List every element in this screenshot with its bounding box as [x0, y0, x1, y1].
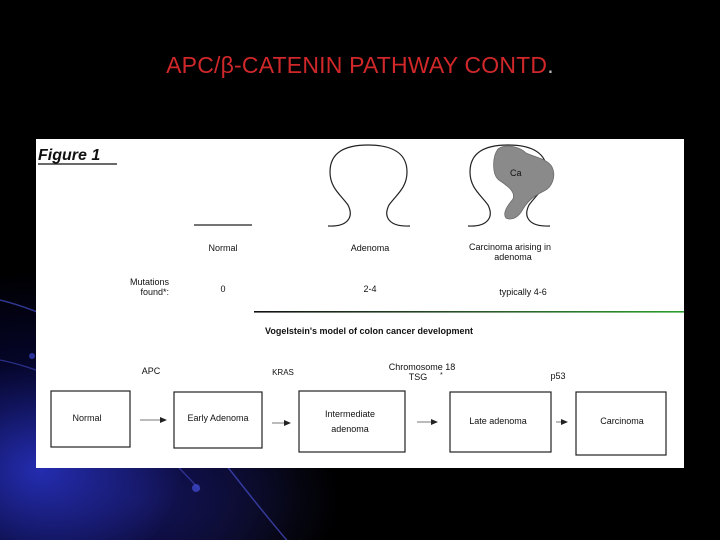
flow-box-early-adenoma: Early Adenoma: [173, 391, 263, 449]
flow-arrow-2: [272, 420, 291, 426]
gene-chr18-label: Chromosome 18: [389, 362, 456, 372]
figure-panel: Figure 1 Ca Normal Adenoma Carcinoma ari…: [36, 139, 684, 468]
mutations-label: Mutations: [130, 277, 170, 287]
mutations-normal-value: 0: [220, 284, 225, 294]
stage-carcinoma-label: Carcinoma arising in: [469, 242, 551, 252]
carcinoma-outline: [467, 144, 551, 227]
mutations-carcinoma-value: typically 4-6: [499, 287, 547, 297]
adenoma-shape: [327, 144, 411, 227]
divider-rule: [254, 311, 684, 313]
stage-adenoma-label: Adenoma: [351, 243, 390, 253]
flow-box-late-adenoma: Late adenoma: [449, 391, 552, 453]
slide-title: APC/β-CATENIN PATHWAY CONTD.: [166, 52, 554, 78]
flow-arrow-3: [417, 419, 438, 425]
carcinoma-tumor: [493, 145, 555, 220]
flow-box-early-adenoma-label: Early Adenoma: [187, 413, 248, 423]
stage-carcinoma-label-line2: adenoma: [494, 252, 532, 262]
flow-box-carcinoma-label: Carcinoma: [600, 416, 644, 426]
mutations-adenoma-value: 2-4: [363, 284, 376, 294]
figure-label: Figure 1: [38, 147, 100, 164]
tumor-label: Ca: [510, 168, 522, 178]
figure-diagram: Figure 1 Ca Normal Adenoma Carcinoma ari…: [38, 144, 684, 456]
mutations-label-line2: found*:: [140, 287, 169, 297]
flow-box-normal: Normal: [50, 390, 131, 448]
flow-arrow-1: [140, 417, 167, 423]
flow-box-intermediate-adenoma: Intermediate adenoma: [298, 390, 406, 453]
flow-box-intermediate-label-line2: adenoma: [331, 424, 369, 434]
flow-arrow-4: [556, 419, 568, 425]
flow-box-late-adenoma-label: Late adenoma: [469, 416, 527, 426]
flow-box-intermediate-label: Intermediate: [325, 409, 375, 419]
gene-chr18-footnote-mark: *: [440, 372, 443, 379]
flow-box-carcinoma: Carcinoma: [575, 391, 667, 456]
gene-apc-label: APC: [142, 366, 161, 376]
model-title: Vogelstein's model of colon cancer devel…: [265, 326, 473, 336]
gene-chr18-label-line2: TSG: [409, 372, 428, 382]
stage-normal-label: Normal: [208, 243, 237, 253]
gene-p53-label: p53: [550, 371, 565, 381]
gene-kras-label: KRAS: [272, 368, 294, 377]
flow-box-normal-label: Normal: [72, 413, 101, 423]
